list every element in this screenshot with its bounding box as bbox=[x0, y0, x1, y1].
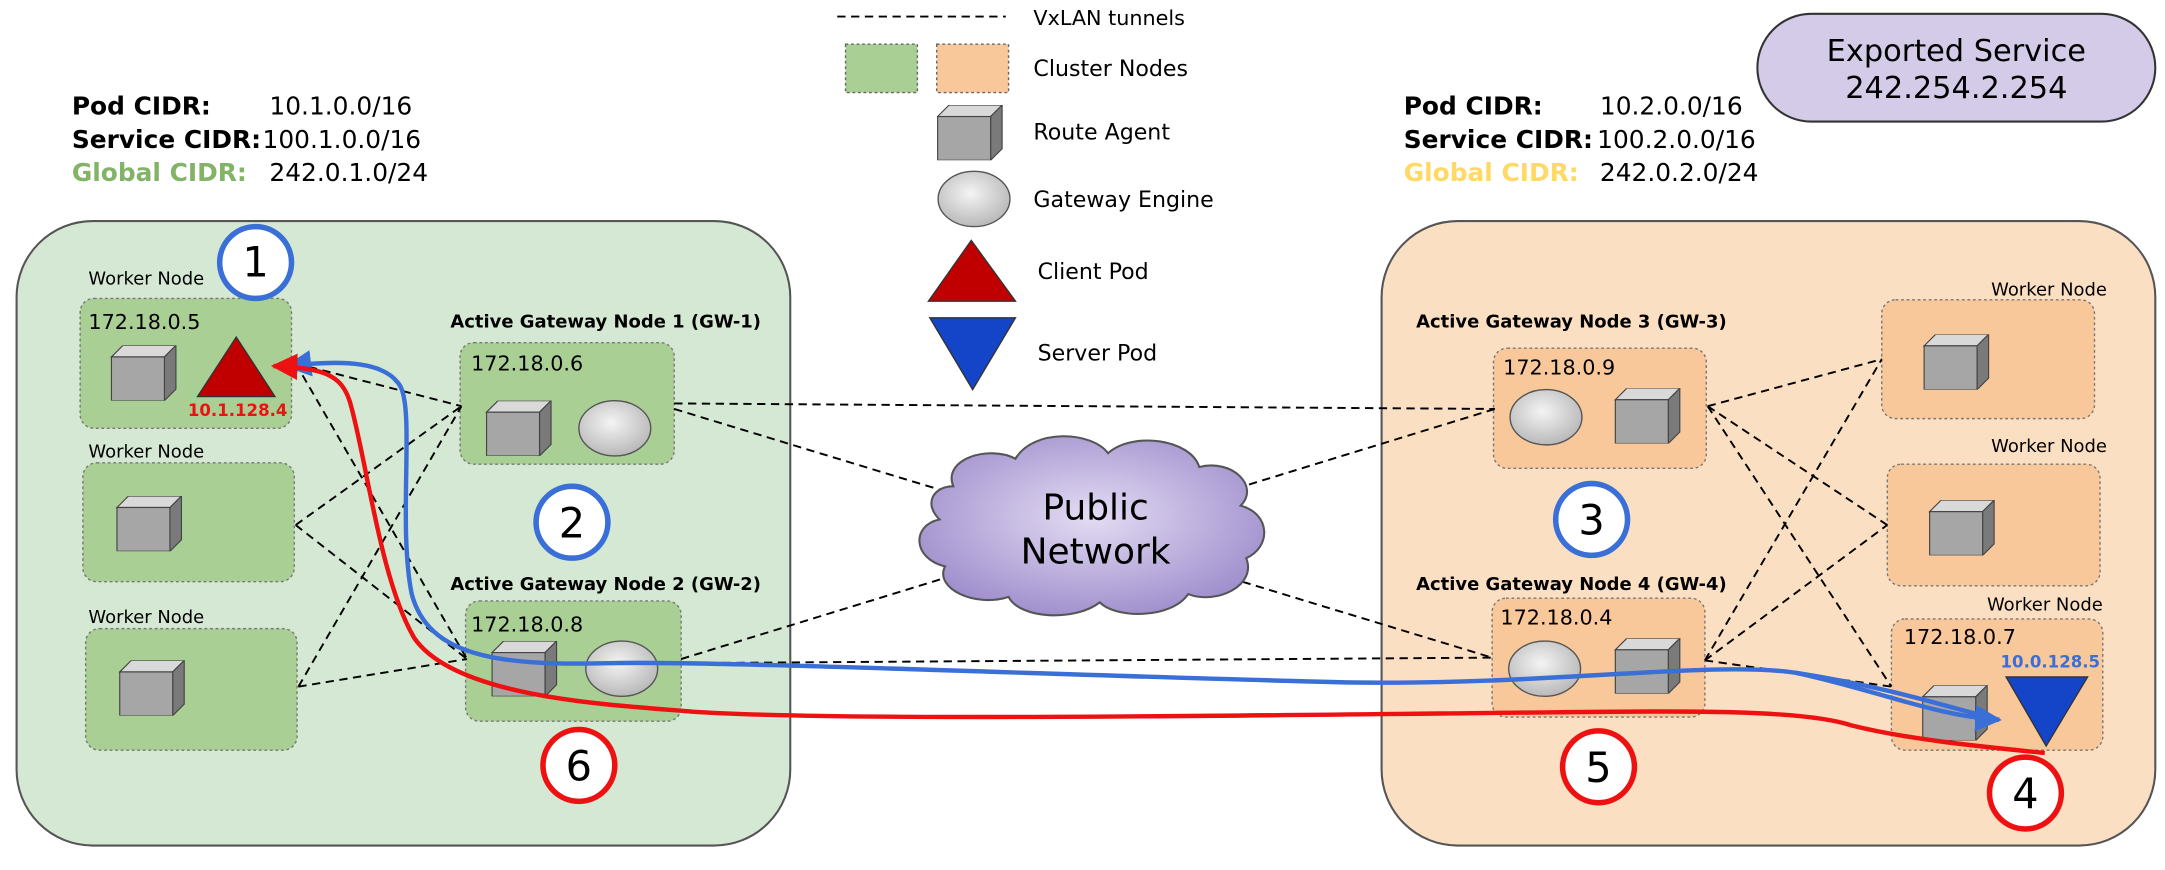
gw1-route-agent-icon bbox=[485, 400, 552, 456]
client-pod-ip: 10.1.128.4 bbox=[188, 401, 288, 420]
c2-service-cidr-label: Service CIDR: bbox=[1404, 125, 1593, 154]
legend-route-agent-label: Route Agent bbox=[1033, 120, 1170, 146]
c1-service-cidr-label: Service CIDR: bbox=[72, 125, 261, 154]
c2-worker-1-route-agent-icon bbox=[1923, 334, 1990, 390]
gw3-ip: 172.18.0.9 bbox=[1503, 355, 1615, 379]
legend-gateway-engine-label: Gateway Engine bbox=[1033, 187, 1213, 213]
step-4-label: 4 bbox=[2012, 770, 2038, 818]
c2-worker-node-2-label: Worker Node bbox=[1991, 436, 2107, 457]
legend-orange-node-swatch bbox=[936, 43, 1010, 94]
server-pod-icon bbox=[2004, 676, 2089, 748]
c1-worker-1-route-agent-icon bbox=[110, 345, 177, 401]
legend-route-agent-icon bbox=[937, 105, 1003, 161]
legend-tunnels-label: VxLAN tunnels bbox=[1033, 6, 1185, 30]
legend-server-pod-label: Server Pod bbox=[1038, 341, 1158, 367]
cluster-1-cidrs: Pod CIDR: 10.1.0.0/16 Service CIDR: 100.… bbox=[72, 92, 428, 187]
step-3-label: 3 bbox=[1578, 497, 1604, 545]
c1-pod-cidr-label: Pod CIDR: bbox=[72, 92, 211, 121]
step-6-label: 6 bbox=[566, 743, 592, 791]
c1-pod-cidr-value: 10.1.0.0/16 bbox=[269, 92, 412, 121]
gw2-ip: 172.18.0.8 bbox=[471, 612, 583, 636]
c2-global-cidr-label: Global CIDR: bbox=[1404, 158, 1579, 187]
legend-gateway-engine-icon bbox=[937, 170, 1011, 228]
c1-global-cidr-label: Global CIDR: bbox=[72, 158, 247, 187]
legend-cluster-nodes-label: Cluster Nodes bbox=[1033, 56, 1188, 82]
gw3-route-agent-icon bbox=[1614, 388, 1681, 444]
c2-worker-node-1-label: Worker Node bbox=[1991, 280, 2107, 301]
c1-worker-3-route-agent-icon bbox=[119, 660, 185, 716]
server-pod-ip: 10.0.128.5 bbox=[2001, 652, 2101, 671]
c1-worker-node-2-box bbox=[82, 462, 295, 583]
c1-worker-node-3-box bbox=[84, 627, 298, 751]
c1-global-cidr-value: 242.0.1.0/24 bbox=[269, 158, 428, 187]
c2-global-cidr-value: 242.0.2.0/24 bbox=[1600, 158, 1759, 187]
step-3-marker: 3 bbox=[1552, 480, 1631, 559]
c1-worker-node-1-ip: 172.18.0.5 bbox=[88, 310, 200, 334]
c1-worker-node-2-label: Worker Node bbox=[88, 441, 204, 462]
legend-client-pod-icon bbox=[927, 239, 1017, 302]
legend-client-pod-label: Client Pod bbox=[1038, 259, 1149, 285]
gw3-label: Active Gateway Node 3 (GW-3) bbox=[1416, 311, 1727, 332]
step-1-marker: 1 bbox=[216, 223, 295, 302]
public-network-label-2: Network bbox=[1021, 532, 1171, 573]
request-tail-blue bbox=[1795, 670, 2002, 732]
step-6-marker: 6 bbox=[540, 726, 618, 805]
gw1-ip: 172.18.0.6 bbox=[471, 351, 583, 375]
gw3-gateway-engine-icon bbox=[1509, 388, 1583, 446]
request-path-blue bbox=[284, 350, 2000, 722]
legend-green-node-swatch bbox=[844, 43, 919, 94]
c1-worker-node-1-label: Worker Node bbox=[88, 269, 204, 290]
step-2-label: 2 bbox=[559, 499, 585, 547]
step-5-label: 5 bbox=[1585, 744, 1611, 792]
gw2-label: Active Gateway Node 2 (GW-2) bbox=[450, 574, 761, 595]
step-4-marker: 4 bbox=[1986, 754, 2065, 832]
step-2-marker: 2 bbox=[533, 483, 611, 561]
gw4-route-agent-icon bbox=[1614, 638, 1681, 694]
c2-worker-2-route-agent-icon bbox=[1928, 500, 1995, 556]
c1-worker-2-route-agent-icon bbox=[116, 495, 183, 552]
exported-service-title: Exported Service bbox=[1827, 34, 2086, 69]
gw4-label: Active Gateway Node 4 (GW-4) bbox=[1416, 574, 1727, 595]
step-1-label: 1 bbox=[242, 238, 268, 286]
public-network-label-1: Public bbox=[1042, 487, 1148, 528]
cluster-2-cidrs: Pod CIDR: 10.2.0.0/16 Service CIDR: 100.… bbox=[1404, 92, 1759, 187]
legend-server-pod-icon bbox=[928, 317, 1017, 391]
exported-service-ip: 242.254.2.254 bbox=[1845, 71, 2067, 106]
c1-worker-node-3-label: Worker Node bbox=[88, 607, 204, 628]
gw4-ip: 172.18.0.4 bbox=[1500, 605, 1612, 629]
c2-pod-cidr-label: Pod CIDR: bbox=[1404, 92, 1543, 121]
gw2-gateway-engine-icon bbox=[585, 640, 659, 698]
c1-service-cidr-value: 100.1.0.0/16 bbox=[263, 125, 422, 154]
c2-worker-node-3-ip: 172.18.0.7 bbox=[1904, 625, 2016, 649]
gw1-label: Active Gateway Node 1 (GW-1) bbox=[450, 311, 761, 332]
step-5-marker: 5 bbox=[1559, 728, 1638, 806]
exported-service-box bbox=[1756, 12, 2157, 123]
gw4-gateway-engine-icon bbox=[1508, 640, 1582, 698]
c2-service-cidr-value: 100.2.0.0/16 bbox=[1597, 125, 1756, 154]
gw1-gateway-engine-icon bbox=[578, 399, 652, 457]
c2-worker-node-3-label: Worker Node bbox=[1987, 595, 2103, 616]
response-path-red bbox=[270, 353, 2045, 756]
legend: VxLAN tunnels Cluster Nodes Route Agent … bbox=[837, 6, 1214, 391]
exported-service: Exported Service 242.254.2.254 bbox=[1756, 12, 2157, 123]
c2-pod-cidr-value: 10.2.0.0/16 bbox=[1600, 92, 1743, 121]
client-pod-icon bbox=[196, 335, 277, 398]
public-network-cloud: Public Network bbox=[918, 435, 1266, 617]
